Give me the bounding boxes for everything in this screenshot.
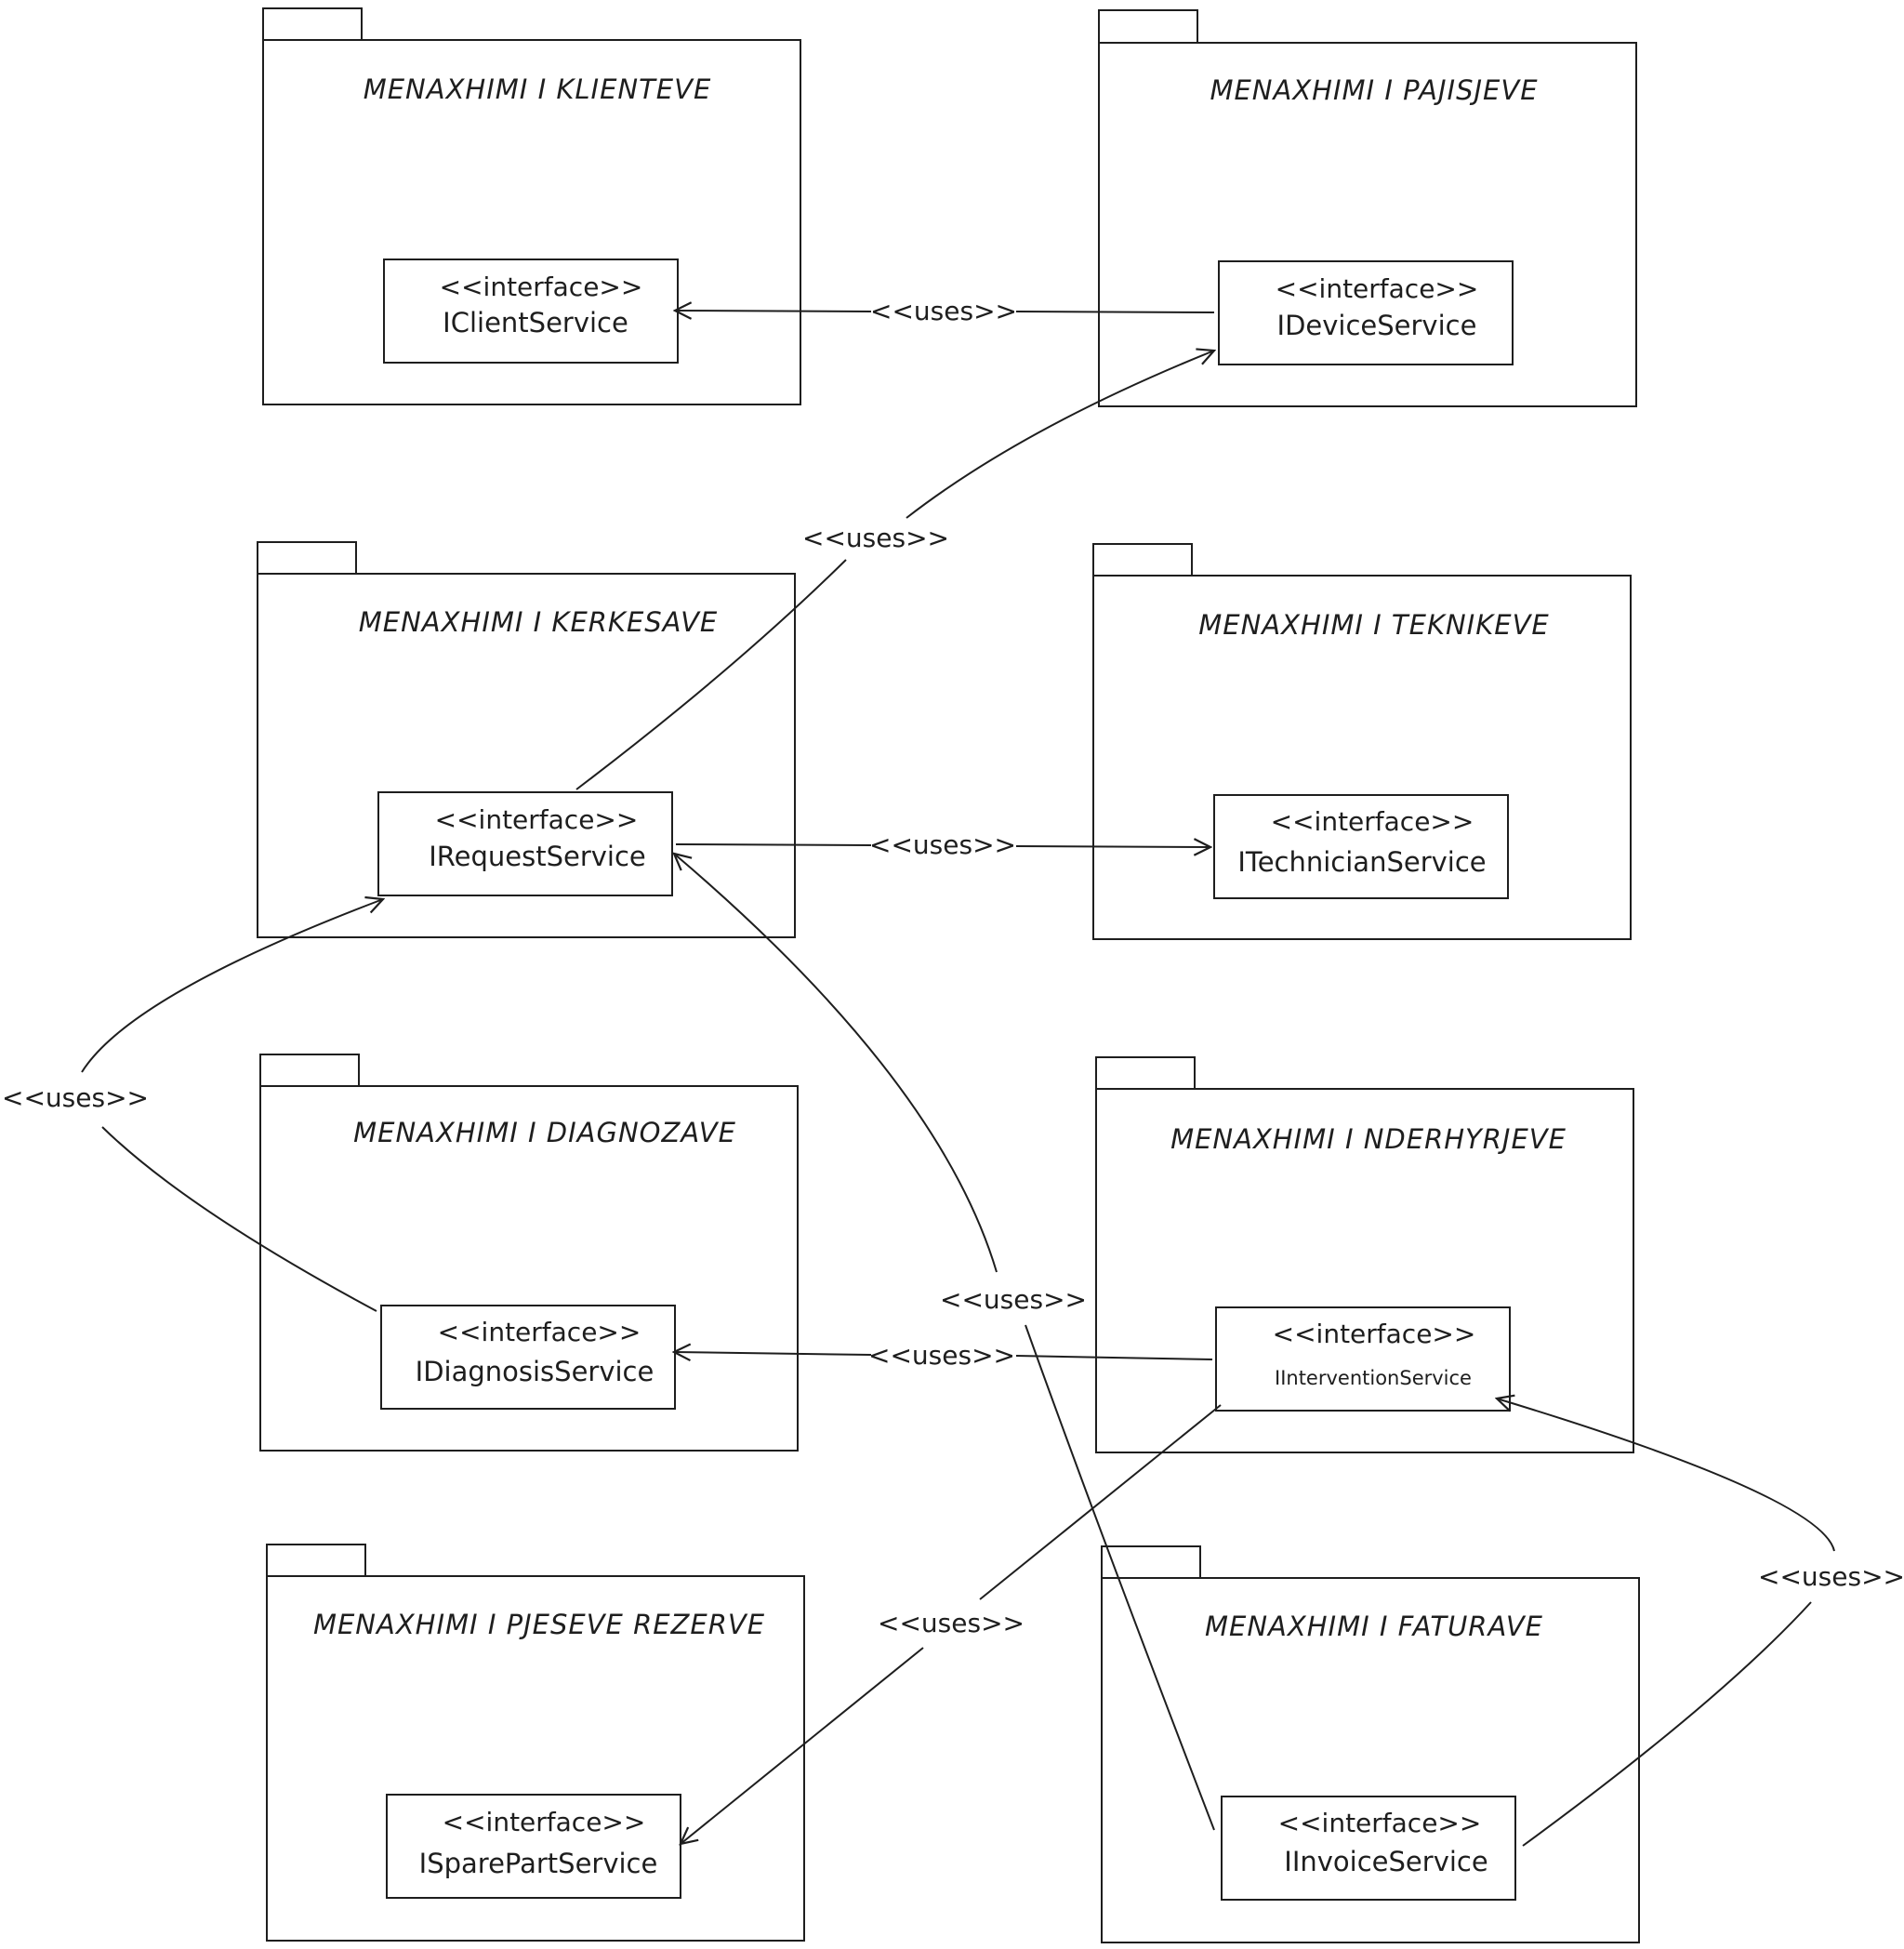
relation-request-to-device: <<uses>>	[575, 351, 1214, 790]
package-title: MENAXHIMI I PJESEVE REZERVE	[313, 1609, 765, 1640]
interface-box-invoice	[1221, 1796, 1516, 1901]
relation-intervention-to-sparepart: <<uses>>	[681, 1404, 1222, 1844]
uses-label: <<uses>>	[870, 296, 1017, 326]
interface-box-intervention	[1215, 1306, 1511, 1412]
package-teknikeve: MENAXHIMI I TEKNIKEVE <<interface>> ITec…	[1092, 543, 1632, 940]
package-faturave: MENAXHIMI I FATURAVE <<interface>> IInvo…	[1101, 1545, 1640, 1943]
interface-name: IClientService	[443, 307, 628, 338]
interface-stereotype: <<interface>>	[1271, 806, 1474, 837]
interface-stereotype: <<interface>>	[443, 1807, 646, 1837]
relation-diagnosis-to-request: <<uses>>	[2, 899, 383, 1312]
relation-intervention-to-diagnosis: <<uses>>	[674, 1340, 1213, 1371]
interface-name: IDeviceService	[1277, 310, 1477, 341]
uses-label: <<uses>>	[940, 1284, 1087, 1315]
uses-label: <<uses>>	[1758, 1561, 1904, 1592]
relation-request-to-technician: <<uses>>	[675, 829, 1210, 860]
interface-stereotype: <<interface>>	[438, 1317, 641, 1347]
interface-name: ISparePartService	[419, 1848, 658, 1879]
connector-line	[101, 1126, 377, 1312]
interface-stereotype: <<interface>>	[1278, 1808, 1482, 1838]
connector-line	[675, 843, 872, 846]
uses-label: <<uses>>	[2, 1082, 149, 1113]
interface-stereotype: <<interface>>	[1276, 273, 1479, 304]
package-diagnozave: MENAXHIMI I DIAGNOZAVE <<interface>> IDi…	[259, 1054, 799, 1452]
interface-name: IRequestService	[429, 841, 646, 872]
interface-box-sparepart	[386, 1794, 681, 1899]
interface-stereotype: <<interface>>	[1273, 1319, 1476, 1349]
uses-label: <<uses>>	[868, 1340, 1015, 1371]
interface-box-device	[1218, 260, 1514, 365]
package-title: MENAXHIMI I NDERHYRJEVE	[1170, 1123, 1567, 1155]
interface-box-request	[377, 791, 673, 896]
connector-line	[1522, 1601, 1812, 1847]
package-klienteve: MENAXHIMI I KLIENTEVE <<interface>> ICli…	[262, 7, 801, 405]
connector-arrow	[674, 1352, 872, 1355]
package-pjeseve-rezerve: MENAXHIMI I PJESEVE REZERVE <<interface>…	[266, 1544, 805, 1942]
connector-arrow	[1497, 1399, 1835, 1552]
connector-arrow	[906, 351, 1214, 519]
interface-name: IDiagnosisService	[416, 1356, 654, 1387]
relation-invoice-to-request: <<uses>>	[674, 854, 1215, 1831]
connector-arrow	[674, 854, 998, 1273]
interface-name: IInvoiceService	[1284, 1846, 1488, 1877]
package-pajisjeve: MENAXHIMI I PAJISJEVE <<interface>> IDev…	[1098, 9, 1637, 407]
uses-label: <<uses>>	[878, 1608, 1025, 1638]
relation-device-to-client: <<uses>>	[675, 296, 1215, 326]
uses-label: <<uses>>	[869, 829, 1016, 860]
interface-name: ITechnicianService	[1237, 846, 1486, 878]
package-title: MENAXHIMI I PAJISJEVE	[1210, 74, 1538, 106]
package-title: MENAXHIMI I KLIENTEVE	[364, 73, 712, 105]
interface-box-diagnosis	[380, 1305, 676, 1410]
package-title: MENAXHIMI I DIAGNOZAVE	[353, 1117, 736, 1148]
package-title: MENAXHIMI I KERKESAVE	[359, 606, 718, 638]
interface-name: IInterventionService	[1275, 1367, 1472, 1389]
package-nderhyrjeve: MENAXHIMI I NDERHYRJEVE <<interface>> II…	[1095, 1056, 1634, 1453]
connector-arrow	[675, 311, 872, 312]
interface-stereotype: <<interface>>	[435, 804, 639, 835]
relation-invoice-to-intervention: <<uses>>	[1497, 1399, 1904, 1847]
connector-line	[1025, 1324, 1215, 1831]
package-title: MENAXHIMI I TEKNIKEVE	[1198, 609, 1549, 641]
package-title: MENAXHIMI I FATURAVE	[1205, 1611, 1543, 1642]
package-kerkesave: MENAXHIMI I KERKESAVE <<interface>> IReq…	[257, 541, 796, 938]
interface-box-technician	[1213, 794, 1509, 899]
uses-label: <<uses>>	[802, 523, 949, 553]
interface-stereotype: <<interface>>	[440, 272, 643, 302]
interface-box-client	[383, 259, 679, 364]
connector-arrow	[681, 1647, 924, 1844]
connector-arrow	[81, 899, 383, 1073]
connector-line	[979, 1404, 1222, 1600]
connector-arrow	[1015, 846, 1210, 847]
connector-line	[1015, 1355, 1213, 1360]
connector-line	[575, 559, 847, 790]
